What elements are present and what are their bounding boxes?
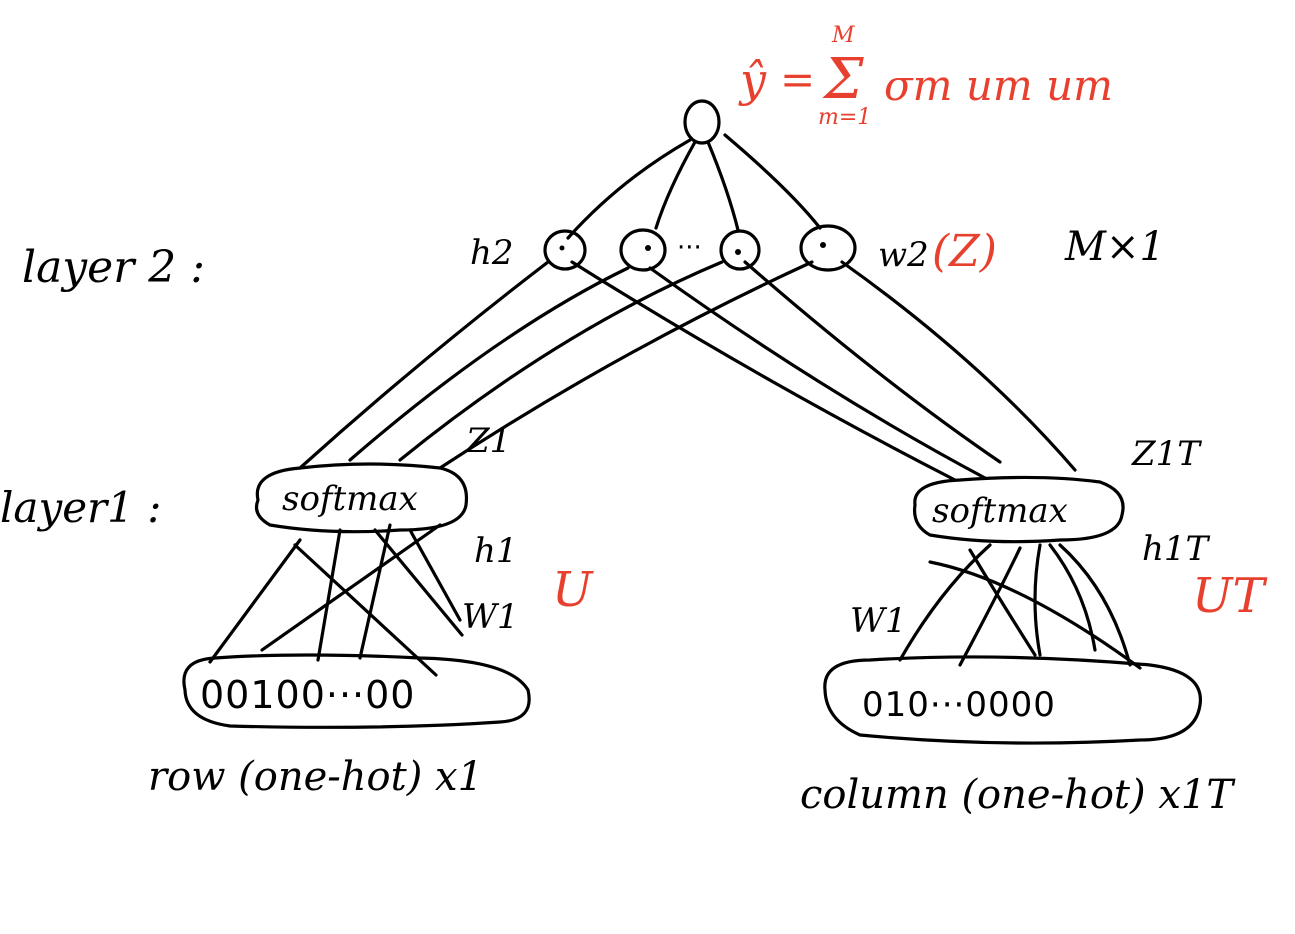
softmax-right: softmax — [912, 475, 1125, 544]
formula-equals: = — [780, 55, 815, 104]
layer2-ellipsis: ··· — [677, 233, 702, 263]
connections-left-onehot-to-softmax — [208, 523, 464, 677]
connections-right-softmax-to-layer2 — [570, 260, 1077, 482]
z1-right-label: Z1T — [1131, 434, 1202, 474]
softmax-left: softmax — [254, 462, 469, 534]
softmax-right-label: softmax — [932, 491, 1068, 531]
layer2-node-2 — [619, 228, 667, 272]
u-right-annotation: UT — [1192, 568, 1267, 624]
w1-right-label: W1 — [850, 601, 907, 641]
w1-left-label: W1 — [462, 597, 519, 637]
output-formula: ŷ = M Σ m=1 σm um um — [738, 23, 1113, 130]
onehot-left-values: 00100···00 — [200, 673, 415, 717]
connections-left-softmax-to-layer2 — [298, 260, 814, 470]
onehot-right: 010···0000 — [823, 655, 1202, 745]
connections-layer2-to-output — [566, 133, 822, 240]
caption-left: row (one-hot) x1 — [148, 754, 483, 800]
formula-sum-top: M — [831, 23, 855, 48]
h2-label: h2 — [470, 233, 514, 273]
layer2-node-4 — [799, 224, 857, 272]
formula-sum: Σ — [822, 47, 864, 112]
u-left-annotation: U — [552, 562, 594, 618]
caption-right: column (one-hot) x1T — [800, 772, 1236, 818]
formula-term: σm um um — [884, 61, 1113, 110]
layer2-node-3 — [719, 229, 761, 271]
layer2-nodes: ··· — [543, 224, 857, 272]
onehot-left: 00100···00 — [182, 653, 531, 729]
layer1-label: layer1 : — [0, 483, 161, 532]
output-node — [683, 99, 721, 145]
formula-sum-bottom: m=1 — [818, 105, 871, 130]
z-red-annotation: (Z) — [932, 226, 997, 277]
h1-left-label: h1 — [474, 531, 518, 571]
onehot-right-values: 010···0000 — [862, 685, 1056, 725]
mx1-label: M×1 — [1064, 224, 1165, 270]
z1-left-label: Z1 — [465, 421, 511, 461]
formula-yhat: ŷ — [738, 53, 767, 107]
layer2-node-1 — [543, 229, 587, 271]
h1-right-label: h1T — [1142, 529, 1211, 569]
softmax-left-label: softmax — [282, 479, 418, 519]
connections-right-onehot-to-softmax — [898, 543, 1142, 670]
layer2-label: layer 2 : — [22, 242, 205, 293]
w2-label: w2 — [878, 235, 929, 275]
